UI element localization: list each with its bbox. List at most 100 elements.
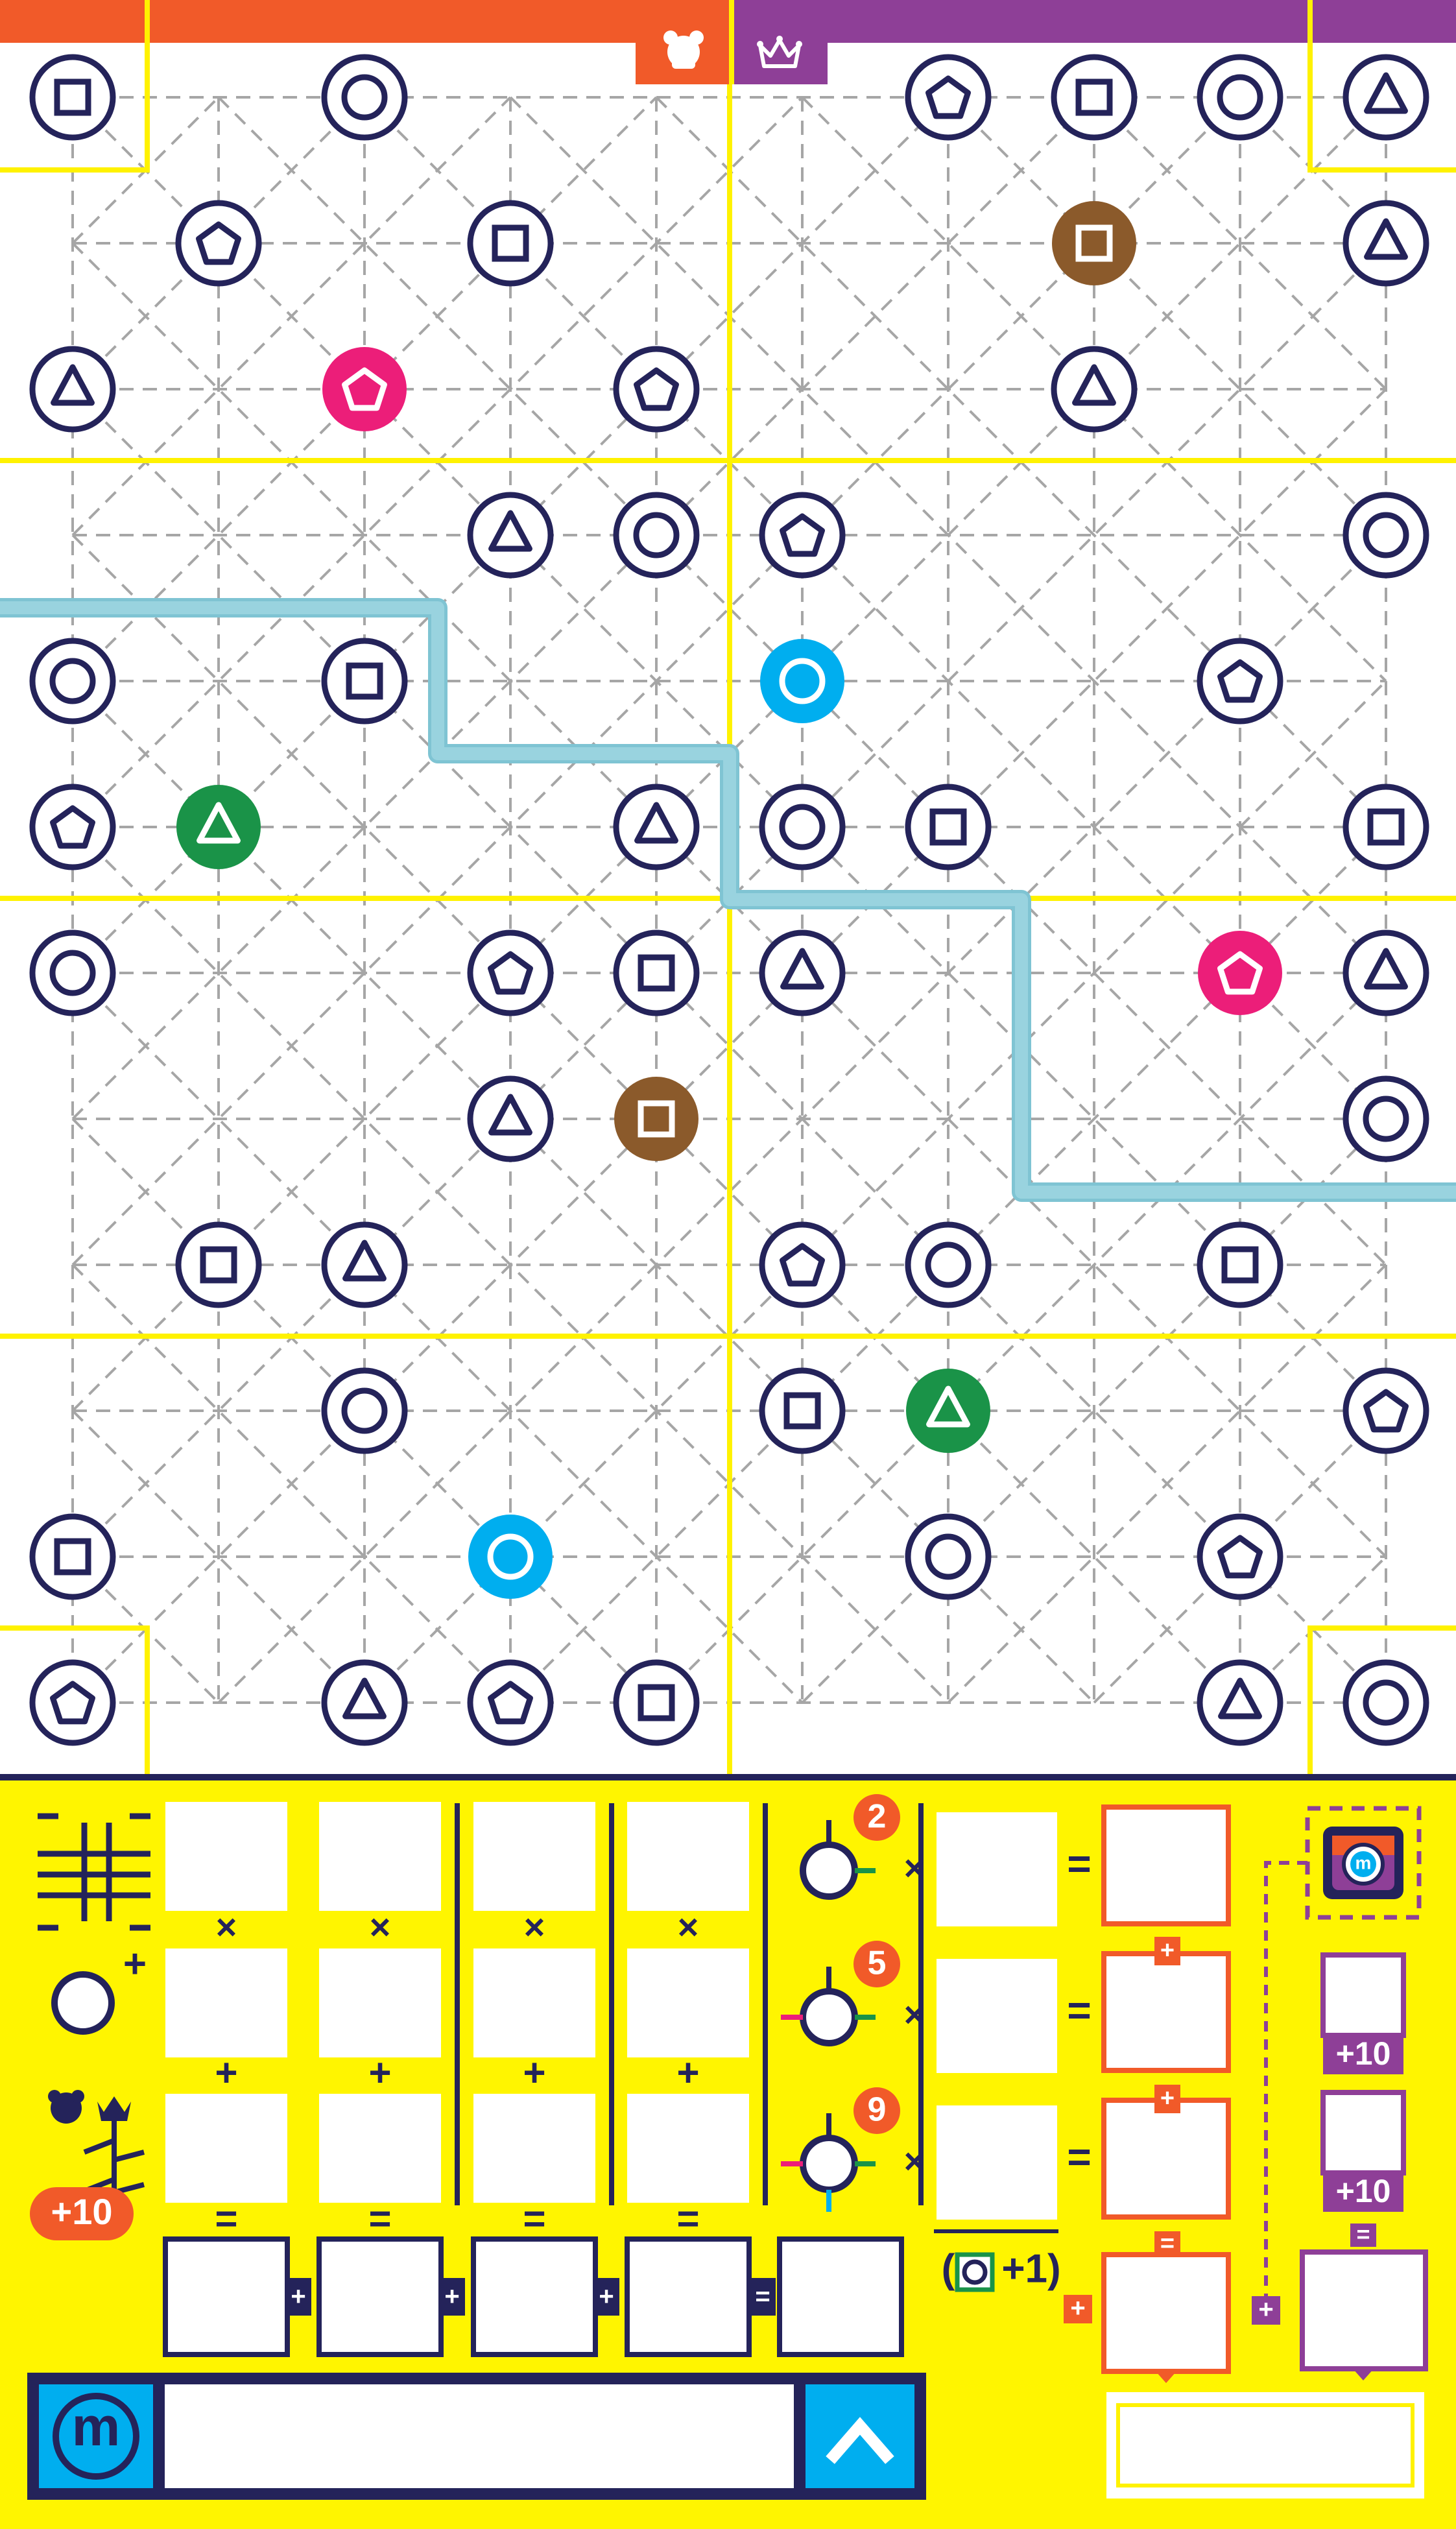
subtotal-box[interactable]	[777, 2236, 904, 2357]
station-circle[interactable]	[1343, 492, 1429, 579]
station-pentagon[interactable]	[467, 929, 554, 1016]
station-circle[interactable]	[905, 1221, 992, 1308]
station-circle[interactable]	[321, 54, 408, 141]
score-box-row1[interactable]	[319, 1802, 441, 1911]
final-total-frame[interactable]	[1106, 2392, 1424, 2499]
station-triangle[interactable]	[321, 1659, 408, 1746]
station-square[interactable]	[614, 1077, 698, 1161]
station-pentagon[interactable]	[1343, 1367, 1429, 1454]
station-square[interactable]	[1343, 784, 1429, 870]
station-triangle[interactable]	[1343, 54, 1429, 141]
station-triangle[interactable]	[321, 1221, 408, 1308]
station-square[interactable]	[29, 1513, 116, 1600]
station-square[interactable]	[29, 54, 116, 141]
final-total-box[interactable]	[1116, 2403, 1414, 2487]
station-ring	[1197, 1221, 1283, 1308]
station-square[interactable]	[467, 200, 554, 287]
station-ring	[1197, 1659, 1283, 1746]
station-pentagon[interactable]	[322, 347, 407, 431]
plus-connector	[439, 2278, 465, 2316]
station-triangle[interactable]	[759, 929, 846, 1016]
hub-count-box[interactable]	[937, 1959, 1057, 2073]
station-circle[interactable]	[29, 638, 116, 725]
station-square[interactable]	[905, 784, 992, 870]
objective-total-box[interactable]	[1300, 2249, 1428, 2371]
station-triangle[interactable]	[176, 785, 261, 869]
station-square[interactable]	[613, 1659, 700, 1746]
track-grid-icon	[38, 1813, 150, 1931]
score-box-row3[interactable]	[627, 2094, 749, 2203]
station-triangle[interactable]	[1343, 200, 1429, 287]
station-circle[interactable]	[1197, 54, 1283, 141]
station-triangle[interactable]	[906, 1369, 990, 1453]
tourist-plus-one: +1)	[1001, 2246, 1060, 2291]
bonus-box[interactable]	[1320, 1952, 1406, 2038]
score-box-row1[interactable]	[473, 1802, 595, 1911]
station-triangle[interactable]	[467, 492, 554, 579]
station-circle[interactable]	[905, 1513, 992, 1600]
orange-top-bar	[0, 0, 636, 43]
station-square[interactable]	[321, 638, 408, 725]
pentagon-icon	[780, 513, 825, 557]
station-pentagon[interactable]	[29, 1659, 116, 1746]
score-box-row1[interactable]	[165, 1802, 287, 1911]
score-box-row2[interactable]	[319, 1948, 441, 2057]
station-ring	[759, 492, 846, 579]
station-pentagon[interactable]	[759, 1221, 846, 1308]
score-box-row2[interactable]	[473, 1948, 595, 2057]
station-pentagon[interactable]	[613, 346, 700, 433]
hub-score-box[interactable]	[1101, 2098, 1231, 2220]
station-circle[interactable]	[760, 639, 844, 723]
station-square[interactable]	[175, 1221, 262, 1308]
station-pentagon[interactable]	[1197, 1513, 1283, 1600]
station-pentagon[interactable]	[175, 200, 262, 287]
hub-count-box[interactable]	[937, 1812, 1057, 1926]
station-square[interactable]	[613, 929, 700, 1016]
hub-count-box[interactable]	[937, 2105, 1057, 2220]
station-pentagon[interactable]	[1197, 638, 1283, 725]
final-score-input[interactable]	[165, 2384, 794, 2488]
station-circle[interactable]	[29, 929, 116, 1016]
station-circle[interactable]	[759, 784, 846, 870]
bonus-box[interactable]	[1320, 2090, 1406, 2175]
multiplier-badge	[853, 1794, 900, 1841]
subtotal-box[interactable]	[163, 2236, 290, 2357]
score-box-row2[interactable]	[627, 1948, 749, 2057]
hub-total-box[interactable]	[1101, 2252, 1231, 2374]
station-square[interactable]	[1051, 54, 1138, 141]
station-pentagon[interactable]	[29, 784, 116, 870]
station-ring	[1197, 1513, 1283, 1600]
subtotal-box[interactable]	[625, 2236, 752, 2357]
pentagon-icon	[780, 1243, 825, 1287]
station-triangle[interactable]	[1051, 346, 1138, 433]
station-pentagon[interactable]	[905, 54, 992, 141]
station-circle[interactable]	[468, 1515, 553, 1599]
station-circle[interactable]	[613, 492, 700, 579]
station-square[interactable]	[759, 1367, 846, 1454]
station-pentagon[interactable]	[467, 1659, 554, 1746]
station-triangle[interactable]	[1343, 929, 1429, 1016]
hub-score-box[interactable]	[1101, 1951, 1231, 2073]
station-triangle[interactable]	[613, 784, 700, 870]
station-circle[interactable]	[1343, 1075, 1429, 1162]
score-box-row1[interactable]	[627, 1802, 749, 1911]
new-station-icon	[51, 1971, 115, 2035]
score-box-row2[interactable]	[165, 1948, 287, 2057]
subtotal-box[interactable]	[471, 2236, 598, 2357]
station-pentagon[interactable]	[759, 492, 846, 579]
station-triangle[interactable]	[1197, 1659, 1283, 1746]
subtotal-box[interactable]	[316, 2236, 444, 2357]
hub-score-box[interactable]	[1101, 1804, 1231, 1926]
score-box-row3[interactable]	[473, 2094, 595, 2203]
station-triangle[interactable]	[467, 1075, 554, 1162]
station-square[interactable]	[1197, 1221, 1283, 1308]
station-circle[interactable]	[321, 1367, 408, 1454]
station-circle[interactable]	[1343, 1659, 1429, 1746]
score-box-row3[interactable]	[319, 2094, 441, 2203]
station-pentagon[interactable]	[1198, 931, 1282, 1015]
station-triangle[interactable]	[29, 346, 116, 433]
station-square[interactable]	[1052, 201, 1136, 285]
expand-button[interactable]	[806, 2384, 914, 2488]
plus-connector	[1064, 2295, 1092, 2323]
score-box-row3[interactable]	[165, 2094, 287, 2203]
